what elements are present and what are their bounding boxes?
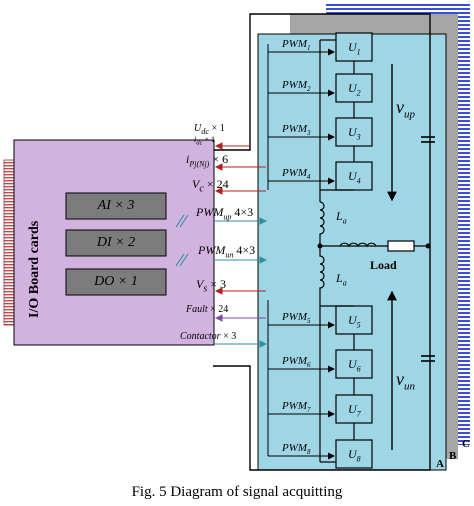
module-label-1: U1 — [348, 40, 361, 57]
load-label: Load — [370, 258, 397, 272]
voltage-un-label: vun — [396, 369, 415, 393]
pwm-label-7: PWM7 — [282, 400, 311, 415]
module-label-6: U6 — [348, 357, 361, 374]
main-loop-wire — [213, 13, 431, 471]
signal-ipj: iPj(Nj) × 6 — [186, 152, 229, 169]
inductor-label-upper: La — [336, 209, 347, 226]
di-module-label: DI × 2 — [96, 235, 136, 250]
pwm-upper-lines — [267, 44, 335, 190]
module-label-3: U3 — [348, 125, 361, 142]
load-inductor — [339, 242, 377, 248]
ai-module-label: AI × 3 — [97, 198, 135, 213]
signal-pwm-up: PWMup 4×3 — [196, 205, 254, 222]
voltage-up-label: vup — [396, 97, 415, 121]
module-label-4: U4 — [348, 169, 361, 186]
io-board-title: I/O Board cards — [27, 220, 42, 318]
capacitor-up — [421, 136, 435, 143]
pwm-label-3: PWM3 — [282, 123, 311, 138]
io-board — [3, 139, 215, 346]
module-label-7: U7 — [348, 402, 361, 419]
phase-label-c: C — [462, 438, 470, 450]
pwm-label-4: PWM4 — [282, 167, 311, 182]
module-label-8: U8 — [348, 447, 361, 464]
signal-vc: Vc × 24 — [192, 177, 229, 195]
inductor-label-lower: La — [336, 271, 347, 288]
signal-arrows — [175, 142, 268, 348]
pwm-lower-lines — [267, 300, 335, 460]
figure-caption: Fig. 5 Diagram of signal acquitting — [131, 484, 343, 500]
inductor-lower — [319, 246, 325, 290]
load-resistor — [387, 240, 415, 252]
phase-label-b: B — [449, 450, 457, 462]
inductor-upper — [319, 201, 325, 246]
signal-udc: Udc × 1 — [194, 123, 225, 136]
do-module-label: DO × 1 — [94, 274, 138, 289]
capacitor-un — [421, 355, 435, 362]
signal-fault: Fault × 24 — [186, 304, 229, 315]
lower-module-stack — [320, 305, 373, 469]
upper-module-stack — [320, 32, 373, 191]
node-dot — [317, 243, 323, 249]
pwm-label-5: PWM5 — [282, 311, 311, 326]
signal-vs: Vs × 3 — [196, 277, 227, 295]
module-label-5: U5 — [348, 313, 361, 330]
pwm-label-8: PWM8 — [282, 442, 311, 457]
signal-contactor: Contactor × 3 — [180, 331, 237, 342]
signal-idc: idc × 1 — [194, 135, 216, 147]
node-dot — [425, 243, 431, 249]
phase-label-a: A — [436, 458, 444, 470]
signal-pwm-un: PWMun 4×3 — [198, 243, 256, 260]
pwm-label-6: PWM6 — [282, 355, 311, 370]
pwm-label-1: PWM1 — [282, 38, 311, 53]
module-label-2: U2 — [348, 81, 361, 98]
pwm-label-2: PWM2 — [282, 79, 311, 94]
